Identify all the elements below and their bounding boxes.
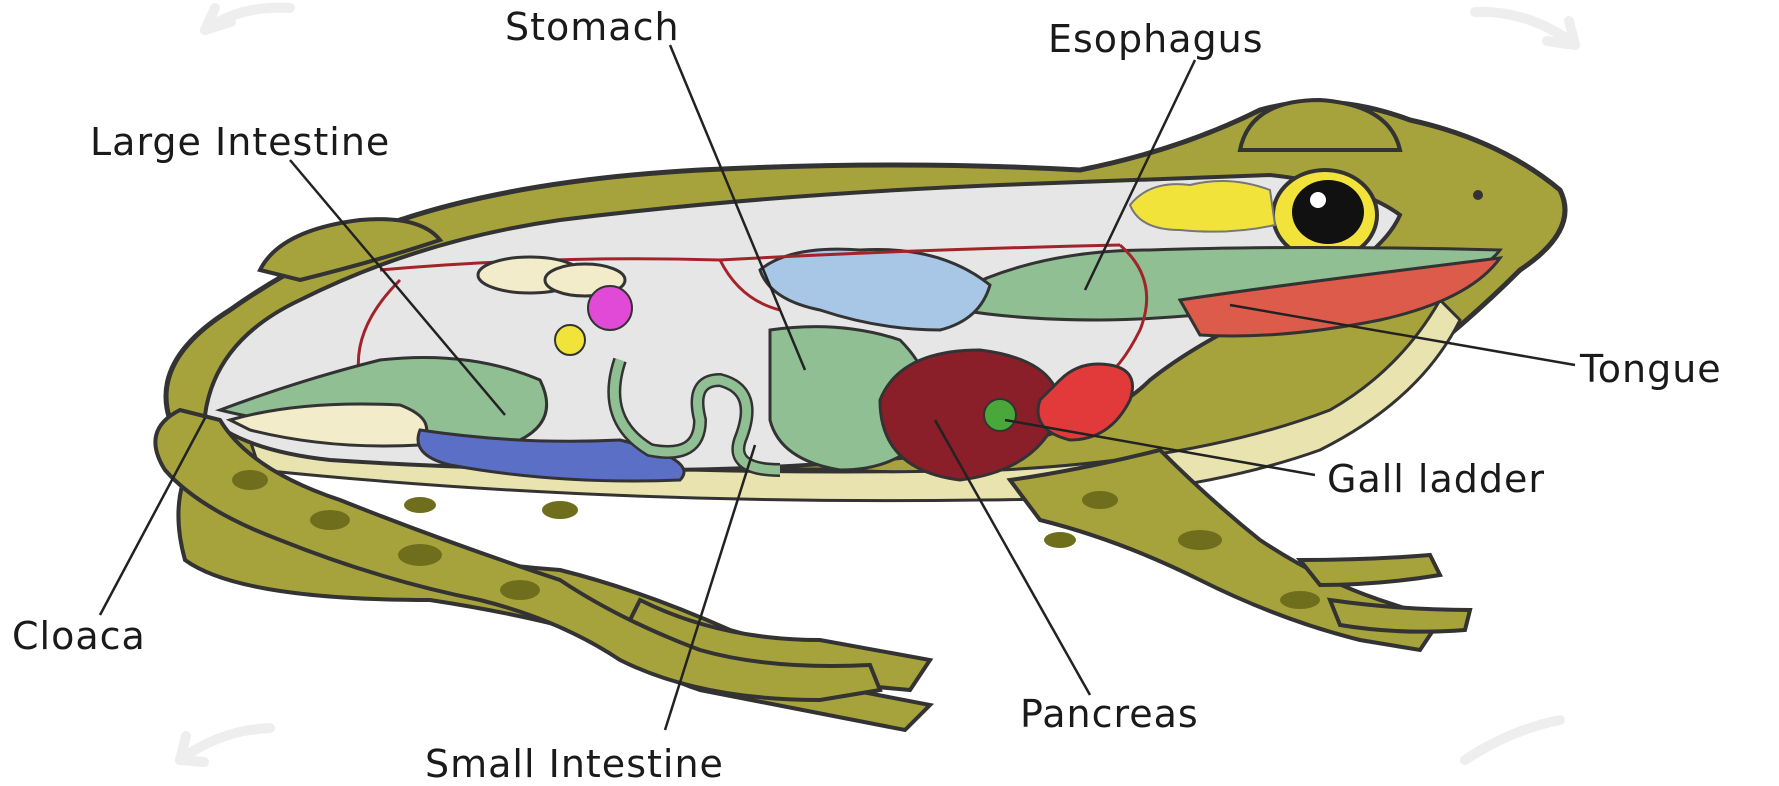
label-stomach: Stomach	[505, 8, 680, 46]
label-cloaca: Cloaca	[12, 617, 146, 655]
nostril	[1473, 190, 1483, 200]
label-gall-bladder: Gall ladder	[1327, 460, 1545, 498]
label-pancreas: Pancreas	[1020, 695, 1199, 733]
fat-body-yellow	[1130, 181, 1275, 232]
label-large-intestine: Large Intestine	[90, 123, 390, 161]
yellow-organ	[555, 325, 585, 355]
label-tongue: Tongue	[1580, 350, 1722, 388]
pink-organ	[588, 286, 632, 330]
gall-bladder-shape	[984, 399, 1016, 431]
label-esophagus: Esophagus	[1048, 20, 1264, 58]
label-small-intestine: Small Intestine	[425, 745, 724, 783]
